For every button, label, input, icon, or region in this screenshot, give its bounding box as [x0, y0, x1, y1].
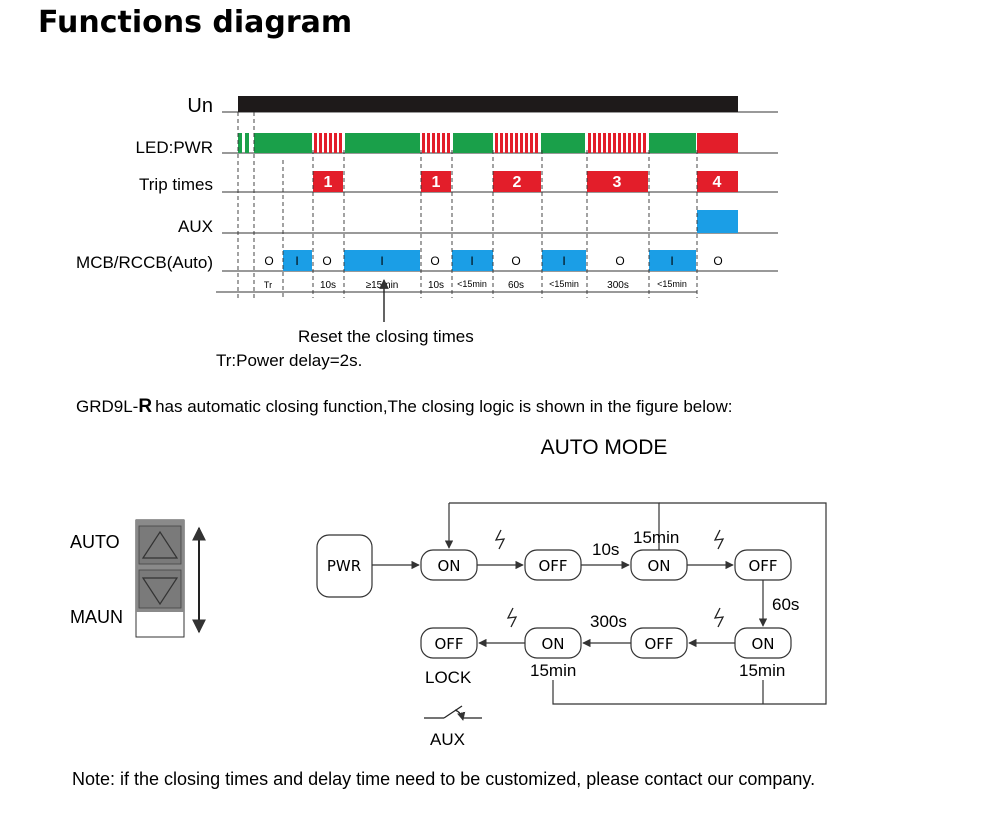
led-blink-4 [588, 133, 646, 153]
led-steady [453, 133, 493, 153]
mcb-row: O I O I O I O I O I O [264, 250, 723, 271]
interval-label: 300s [607, 280, 629, 291]
trip-count: 4 [713, 174, 722, 191]
mcb-closed-block [649, 250, 696, 271]
node-off-2-label: OFF [748, 557, 777, 575]
loop-line-top [449, 502, 660, 550]
mcb-closed-block [452, 250, 493, 271]
label-10s: 10s [592, 540, 619, 559]
auto-mode-title: AUTO MODE [541, 436, 668, 459]
label-15min-top: 15min [633, 528, 679, 547]
footer-note: Note: if the closing times and delay tim… [72, 769, 815, 789]
mcb-state: I [295, 254, 298, 268]
un-power-bar [238, 96, 738, 112]
mode-switch: AUTO MAUN [70, 519, 206, 638]
mcb-state: O [430, 254, 439, 268]
trip-block [313, 171, 343, 192]
row-label-trip: Trip times [139, 175, 213, 194]
interval-labels: Tr 10s ≥15min 10s <15min 60s <15min 300s… [264, 279, 687, 291]
node-pwr-label: PWR [327, 557, 361, 575]
node-on-3-label: ON [751, 635, 774, 653]
node-off-3-label: OFF [644, 635, 673, 653]
trip-block [697, 171, 738, 192]
aux-contact-icon [424, 705, 482, 721]
row-label-aux: AUX [178, 217, 213, 236]
mcb-state: O [511, 254, 520, 268]
mcb-state: O [713, 254, 722, 268]
mcb-closed-block [283, 250, 312, 271]
interval-label: 60s [508, 280, 524, 291]
page-title: Functions diagram [38, 5, 352, 40]
mcb-closed-block [542, 250, 586, 271]
loop-line-outer [552, 502, 827, 705]
switch-down-icon [141, 577, 179, 606]
trip-count: 1 [432, 174, 441, 191]
node-off-lock-label: OFF [434, 635, 463, 653]
trip-block [421, 171, 451, 192]
interval-label: Tr [264, 280, 272, 290]
trip-lightning-icon [506, 607, 518, 628]
label-300s: 300s [590, 612, 627, 631]
node-on-2-label: ON [647, 557, 670, 575]
led-steady [649, 133, 696, 153]
interval-label: <15min [457, 279, 487, 289]
mcb-state: O [264, 254, 273, 268]
node-on-1-label: ON [437, 557, 460, 575]
mcb-closed-block [344, 250, 420, 271]
reset-label: Reset the closing times [298, 327, 474, 346]
led-row [238, 133, 738, 153]
aux-active-block [697, 210, 738, 233]
trip-count: 1 [324, 174, 333, 191]
trip-count: 3 [613, 174, 622, 191]
mcb-state: I [670, 254, 673, 268]
trip-lightning-icon [713, 529, 725, 550]
interval-label: <15min [549, 279, 579, 289]
mcb-state: I [562, 254, 565, 268]
switch-manual-label: MAUN [70, 607, 123, 627]
label-aux: AUX [430, 730, 465, 749]
label-60s: 60s [772, 595, 799, 614]
node-on-4-label: ON [541, 635, 564, 653]
mcb-state: O [322, 254, 331, 268]
switch-auto-label: AUTO [70, 532, 120, 552]
led-steady [345, 133, 420, 153]
mcb-state: I [380, 254, 383, 268]
trip-lightning-icon [713, 607, 725, 628]
led-steady [541, 133, 585, 153]
led-blink-3 [495, 133, 538, 153]
node-pwr [316, 534, 373, 598]
led-blink-1 [314, 133, 342, 153]
label-15min-right: 15min [739, 661, 785, 680]
switch-up-icon [141, 530, 179, 559]
interval-label: <15min [657, 279, 687, 289]
led-blink-2 [422, 133, 450, 153]
trip-block [587, 171, 648, 192]
trip-row: 1 1 2 3 4 [313, 171, 738, 192]
row-label-led: LED:PWR [136, 138, 213, 157]
led-fault [697, 133, 738, 153]
interval-label: 10s [320, 280, 336, 291]
interval-label: ≥15min [366, 280, 399, 291]
label-15min-left: 15min [530, 661, 576, 680]
interval-label: 10s [428, 280, 444, 291]
timing-diagram: Un LED:PWR Trip times AUX MCB/RCCB(Auto) [76, 95, 778, 370]
trip-count: 2 [513, 174, 522, 191]
row-label-mcb: MCB/RCCB(Auto) [76, 253, 213, 272]
tr-note: Tr:Power delay=2s. [216, 351, 362, 370]
trip-lightning-icon [494, 529, 506, 550]
time-markers [237, 112, 698, 298]
label-lock: LOCK [425, 668, 472, 687]
row-label-un: Un [187, 95, 213, 117]
led-steady [254, 133, 312, 153]
node-off-1-label: OFF [538, 557, 567, 575]
model-letter: R [138, 396, 152, 417]
trip-block [493, 171, 541, 192]
node-off-lock [420, 627, 478, 659]
mcb-state: I [470, 254, 473, 268]
mcb-state: O [615, 254, 624, 268]
auto-mode-flow: PWR ON OFF ON OFF ON OFF ON OFF [316, 502, 827, 749]
